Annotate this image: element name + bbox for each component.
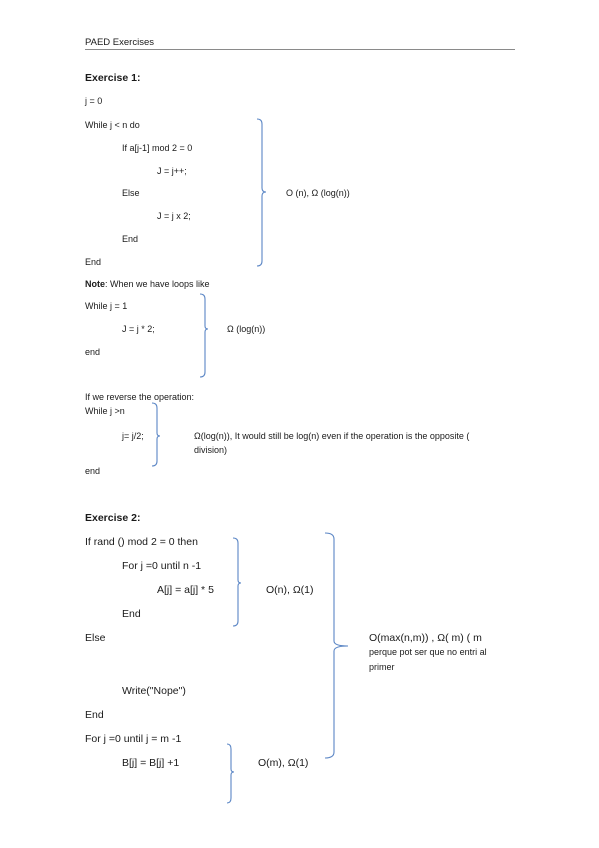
reverse-comment-line-2: division) <box>194 445 228 455</box>
code-line: B[j] = B[j] +1 <box>122 757 180 769</box>
code-line: End <box>122 234 139 244</box>
code-line: While j >n <box>85 406 125 416</box>
right-brace-if-loop <box>232 537 242 627</box>
code-line: A[j] = a[j] * 5 <box>157 584 214 596</box>
code-line: end <box>85 466 101 476</box>
note-label: Note <box>85 279 105 289</box>
reverse-intro: If we reverse the operation: <box>85 392 195 402</box>
right-brace-exercise-1 <box>256 118 267 267</box>
code-line: For j =0 until n -1 <box>122 560 202 572</box>
code-line: While j = 1 <box>85 301 128 311</box>
code-line: End <box>122 608 141 620</box>
inner-complexity-2: O(m), Ω(1) <box>258 757 309 769</box>
overall-complexity-line-2: perque pot ser que no entri al <box>369 647 487 657</box>
overall-complexity-line-1: O(max(n,m)) , Ω( m) ( m <box>369 632 482 644</box>
code-line: End <box>85 709 104 721</box>
code-line: If a[j-1] mod 2 = 0 <box>122 143 193 153</box>
header-rule <box>85 49 515 50</box>
reverse-comment-line-1: Ω(log(n)), It would still be log(n) even… <box>194 431 470 441</box>
note-text: : When we have loops like <box>105 279 210 289</box>
code-line: J = j++; <box>157 166 187 176</box>
exercise-1-complexity: O (n), Ω (log(n)) <box>286 188 350 198</box>
right-brace-second-loop <box>226 743 235 804</box>
right-brace-note <box>199 293 209 378</box>
code-line: j = 0 <box>85 96 103 106</box>
code-line: J = j x 2; <box>157 211 191 221</box>
exercise-2-heading: Exercise 2: <box>85 512 141 524</box>
code-line: end <box>85 347 101 357</box>
code-line: J = j * 2; <box>122 324 155 334</box>
inner-complexity-1: O(n), Ω(1) <box>266 584 314 596</box>
exercise-1-heading: Exercise 1: <box>85 72 141 84</box>
code-line: While j < n do <box>85 120 140 130</box>
code-line: Write("Nope") <box>122 685 186 697</box>
code-line: End <box>85 257 102 267</box>
right-brace-overall <box>324 532 349 759</box>
right-brace-reverse <box>151 402 161 467</box>
note-complexity: Ω (log(n)) <box>227 324 266 334</box>
code-line: Else <box>85 632 106 644</box>
code-line: For j =0 until j = m -1 <box>85 733 182 745</box>
code-line: Else <box>122 188 140 198</box>
page-header-title: PAED Exercises <box>85 37 154 48</box>
note-line: Note: When we have loops like <box>85 279 210 290</box>
code-line: j= j/2; <box>122 431 144 441</box>
code-line: If rand () mod 2 = 0 then <box>85 536 198 548</box>
overall-complexity-line-3: primer <box>369 662 395 672</box>
